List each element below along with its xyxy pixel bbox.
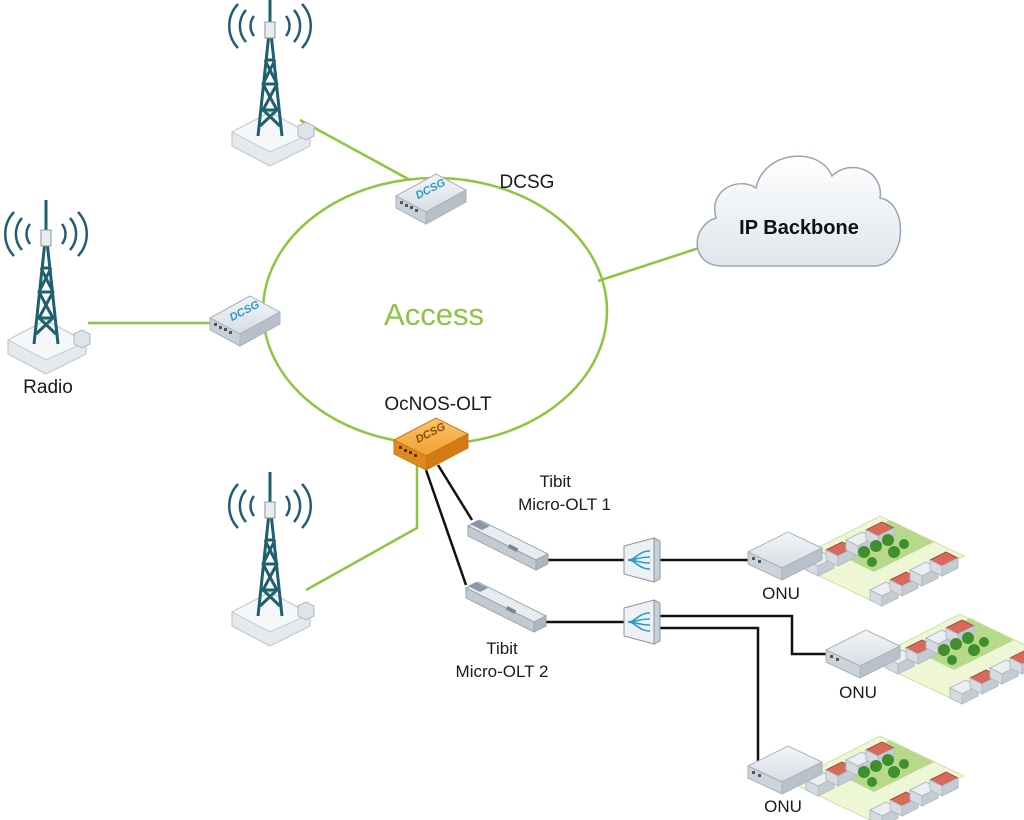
sfp-transceiver-icon xyxy=(465,581,547,633)
fiber-olt-sfp1 xyxy=(436,464,474,521)
link-backbone xyxy=(597,244,706,283)
radio-tower-icon xyxy=(3,198,92,376)
fiber-splitter2-onu3 xyxy=(658,626,760,762)
sfp-transceiver-icon xyxy=(467,519,549,571)
fiber-olt-sfp2 xyxy=(424,469,468,586)
access-links xyxy=(88,118,706,592)
onu-label: ONU xyxy=(762,584,800,603)
optical-splitter-icon xyxy=(623,537,661,583)
ip-backbone-label: IP Backbone xyxy=(739,217,859,239)
optical-splitter-icon xyxy=(623,599,661,645)
micro-olt-1-line2: Micro-OLT 1 xyxy=(518,495,611,514)
olt-label: OcNOS-OLT xyxy=(384,394,492,415)
radio-tower-icon xyxy=(227,0,316,168)
cloud-icon xyxy=(696,155,902,267)
onu-label: ONU xyxy=(764,797,802,816)
dcsg-label: DCSG xyxy=(500,172,555,193)
fiber-links xyxy=(424,464,832,762)
micro-olt-2-line2: Micro-OLT 2 xyxy=(456,662,549,681)
radio-label: Radio xyxy=(23,377,73,398)
onu-label: ONU xyxy=(839,683,877,702)
radio-tower-icon xyxy=(227,470,316,648)
olt-router-icon: DCSG xyxy=(393,417,469,471)
neighborhood-icon xyxy=(789,735,965,820)
micro-olt-1-line1: Tibit xyxy=(540,472,572,491)
micro-olt-2-line1: Tibit xyxy=(486,639,518,658)
onu-device-icon xyxy=(825,629,901,679)
access-label: Access xyxy=(384,297,484,332)
fiber-splitter2-onu2 xyxy=(658,614,832,656)
dcsg-router-icon: DCSG xyxy=(209,295,281,347)
link-top-tower xyxy=(299,118,411,182)
dcsg-router-icon: DCSG xyxy=(395,173,467,225)
link-bottom-tower xyxy=(305,460,419,592)
